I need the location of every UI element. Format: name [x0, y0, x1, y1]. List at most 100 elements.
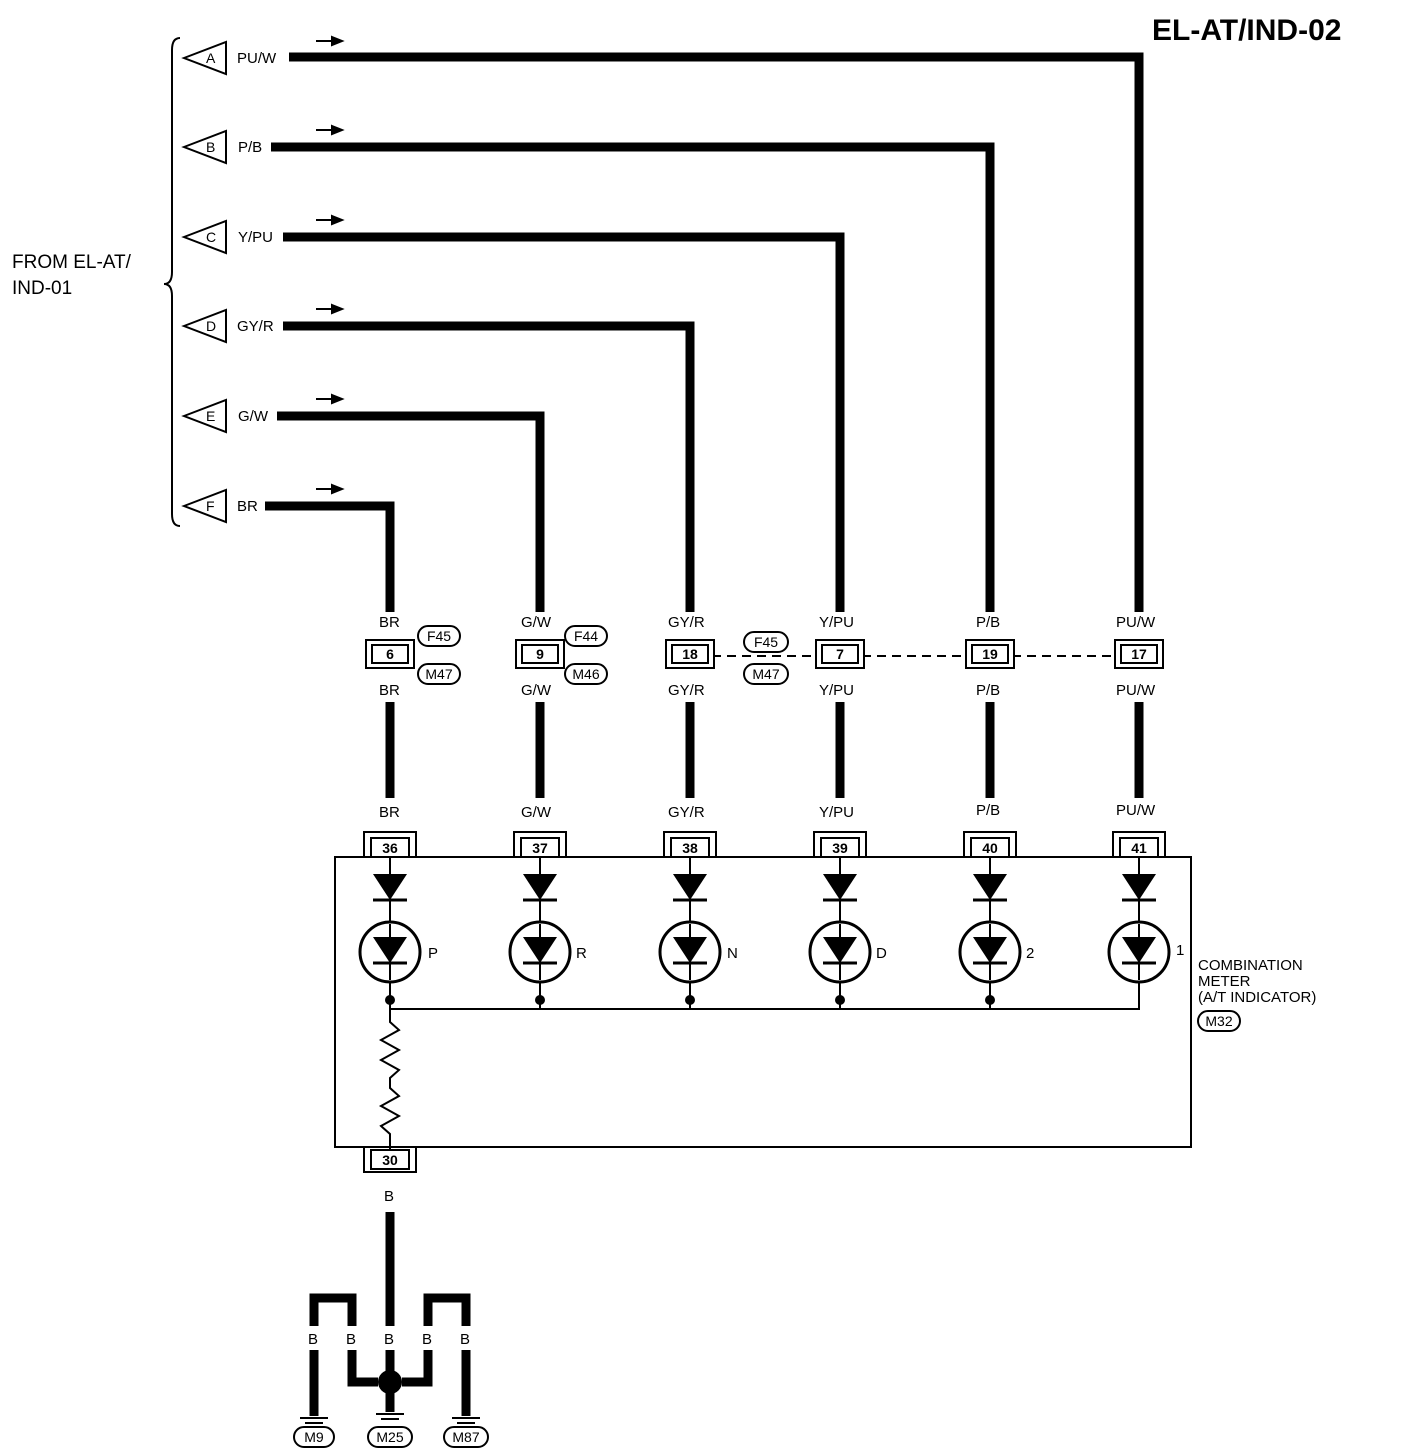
- meter-pin-37: 37: [513, 831, 567, 858]
- svg-text:M87: M87: [452, 1429, 479, 1445]
- lower-wires: [385, 702, 1144, 798]
- connector-id-f45-b: F45: [743, 631, 789, 653]
- connector-id-m47-a: M47: [417, 663, 461, 685]
- svg-text:F45: F45: [754, 634, 778, 650]
- meter-pin-39: 39: [813, 831, 867, 858]
- wire-gy-r-upper: [283, 321, 695, 612]
- wire-label-gy-r-upper: GY/R: [668, 614, 705, 631]
- diode-icon: [373, 874, 407, 900]
- meter-pin-40: 40: [963, 831, 1017, 858]
- svg-text:38: 38: [682, 840, 698, 856]
- indicator-2: 2: [958, 857, 1034, 1000]
- ground-wires: [309, 1212, 471, 1416]
- diode-icon: [1122, 874, 1156, 900]
- ground-junction-dot: [378, 1370, 402, 1394]
- wire-label-p-b-meter: P/B: [976, 802, 1000, 819]
- diode-icon: [823, 874, 857, 900]
- svg-text:M47: M47: [752, 666, 779, 682]
- wire-label-br-mid: BR: [379, 682, 400, 699]
- mid-pin-18: 18: [682, 646, 698, 662]
- meter-label-line1: COMBINATION: [1198, 957, 1303, 974]
- wire-label-pu-w-meter: PU/W: [1116, 802, 1156, 819]
- meter-label-line3: (A/T INDICATOR): [1198, 989, 1316, 1006]
- wire-label-y-pu-meter: Y/PU: [819, 804, 854, 821]
- meter-pin-36: 36: [363, 831, 417, 858]
- wire-label-y-pu-mid: Y/PU: [819, 682, 854, 699]
- ground-symbol-icon: [300, 1413, 480, 1424]
- input-color-d: GY/R: [237, 318, 274, 335]
- mid-connector-18: 18: [665, 639, 715, 669]
- wire-label-g-w-upper: G/W: [521, 614, 552, 631]
- mid-connector-7: 7: [815, 639, 865, 669]
- common-bus: [389, 1000, 1140, 1010]
- input-letter-c: C: [206, 229, 216, 245]
- mid-connector-9: 9: [515, 639, 565, 669]
- input-letter-a: A: [206, 50, 216, 66]
- input-connector-b: B P/B: [181, 129, 262, 165]
- mid-connector-19: 19: [965, 639, 1015, 669]
- svg-text:41: 41: [1131, 840, 1147, 856]
- mid-connector-17: 17: [1114, 639, 1164, 669]
- input-letter-d: D: [206, 318, 216, 334]
- ground-wire-label: B: [384, 1188, 394, 1205]
- input-color-e: G/W: [238, 408, 269, 425]
- mid-pin-6: 6: [386, 646, 394, 662]
- svg-text:40: 40: [982, 840, 998, 856]
- connector-id-f44: F44: [564, 625, 608, 647]
- svg-text:36: 36: [382, 840, 398, 856]
- input-color-f: BR: [237, 498, 258, 515]
- wire-label-g-w-meter: G/W: [521, 804, 552, 821]
- input-connector-c: C Y/PU: [181, 219, 273, 255]
- wire-label-gy-r-meter: GY/R: [668, 804, 705, 821]
- ground-branch-label: B: [460, 1331, 470, 1348]
- combination-meter-box: [334, 856, 1192, 1148]
- svg-text:M25: M25: [376, 1429, 403, 1445]
- svg-text:M32: M32: [1205, 1013, 1232, 1029]
- input-connector-e: E G/W: [181, 398, 269, 434]
- wire-br-upper: [265, 501, 395, 612]
- svg-text:M9: M9: [304, 1429, 324, 1445]
- diode-icon: [523, 874, 557, 900]
- svg-text:M47: M47: [425, 666, 452, 682]
- meter-pin-41: 41: [1112, 831, 1166, 858]
- signal-direction-arrows: [316, 35, 345, 495]
- meter-pin-30: 30: [363, 1147, 417, 1173]
- input-connector-d: D GY/R: [181, 308, 274, 344]
- indicator-label-d: D: [876, 945, 887, 962]
- mid-pin-19: 19: [982, 646, 998, 662]
- from-label-line2: IND-01: [12, 278, 72, 299]
- resistor-icon: [378, 1009, 402, 1157]
- indicator-n: N: [658, 857, 738, 1000]
- junction-dots: [385, 995, 995, 1005]
- diode-icon: [673, 874, 707, 900]
- diagram-title: EL-AT/IND-02: [1152, 14, 1341, 47]
- input-letter-f: F: [206, 498, 215, 514]
- svg-text:39: 39: [832, 840, 848, 856]
- svg-text:30: 30: [382, 1152, 398, 1168]
- indicator-p: P: [358, 857, 438, 1000]
- wire-label-pu-w-mid: PU/W: [1116, 682, 1156, 699]
- wire-label-y-pu-upper: Y/PU: [819, 614, 854, 631]
- wire-p-b-upper: [271, 142, 995, 612]
- indicator-d: D: [808, 857, 887, 1000]
- ground-id-m87: M87: [443, 1426, 489, 1448]
- svg-text:37: 37: [532, 840, 548, 856]
- mid-pin-7: 7: [836, 646, 844, 662]
- wire-label-pu-w-upper: PU/W: [1116, 614, 1156, 631]
- meter-label-line2: METER: [1198, 973, 1251, 990]
- diode-icon: [973, 874, 1007, 900]
- indicator-label-2: 2: [1026, 945, 1034, 962]
- from-label-line1: FROM EL-AT/: [12, 252, 132, 273]
- wire-label-br-upper: BR: [379, 614, 400, 631]
- meter-connector-id: M32: [1197, 1010, 1241, 1032]
- wire-label-gy-r-mid: GY/R: [668, 682, 705, 699]
- svg-text:M46: M46: [572, 666, 599, 682]
- indicator-label-p: P: [428, 945, 438, 962]
- indicator-label-1: 1: [1176, 942, 1184, 959]
- input-connector-f: F BR: [181, 488, 258, 524]
- ground-branch-label: B: [346, 1331, 356, 1348]
- connector-id-m47-b: M47: [743, 663, 789, 685]
- svg-text:F44: F44: [574, 628, 598, 644]
- input-letter-e: E: [206, 408, 215, 424]
